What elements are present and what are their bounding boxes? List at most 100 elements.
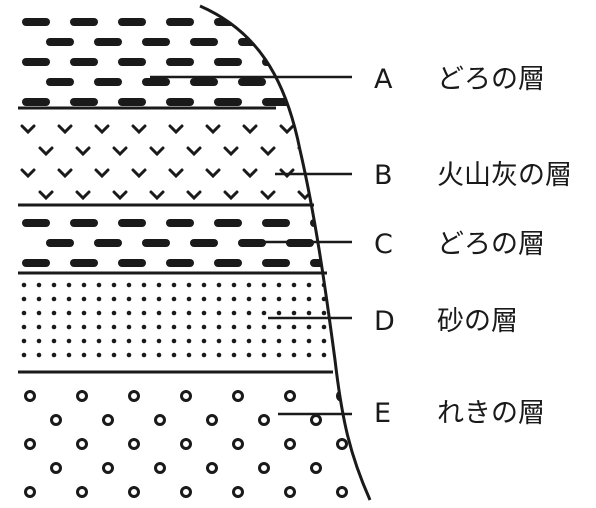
sand-mark [111,338,117,344]
sand-mark [126,310,132,316]
mud-mark [190,38,218,46]
label-c-letter: C [374,229,393,260]
sand-mark [306,352,312,358]
gravel-mark [76,438,88,450]
sand-mark [141,324,147,330]
gravel-mark [24,438,36,450]
sand-mark [36,324,42,330]
ash-mark [205,168,221,179]
sand-mark [276,324,282,330]
sand-mark [171,296,177,302]
gravel-mark [128,486,140,498]
ash-mark [242,168,258,179]
label-d-letter: D [374,306,395,337]
sand-mark [201,338,207,344]
ash-mark [131,168,147,179]
sand-mark [141,310,147,316]
ash-mark [57,124,73,135]
sand-mark [186,352,192,358]
sand-mark [291,282,297,288]
sand-mark [186,296,192,302]
leader-lines [150,75,352,416]
sand-mark [21,352,27,358]
label-a-name: どろの層 [437,64,545,95]
mud-mark [214,98,242,106]
mud-mark [334,78,362,86]
sand-mark [306,324,312,330]
sand-mark [171,352,177,358]
sand-mark [81,352,87,358]
mud-mark [118,58,146,66]
gravel-mark [128,390,140,402]
mud-mark [238,78,266,86]
mud-mark [334,38,362,46]
sand-mark [201,324,207,330]
gravel-mark [24,390,36,402]
gravel-mark [102,414,114,426]
mud-mark [22,259,50,267]
mud-mark [22,98,50,106]
sand-mark [111,352,117,358]
label-c-name: どろの層 [437,229,545,260]
sand-mark [291,338,297,344]
sand-mark [261,296,267,302]
gravel-mark [284,390,296,402]
ash-mark [242,124,258,135]
sand-mark [126,324,132,330]
gravel-mark [232,438,244,450]
mud-mark [286,38,314,46]
sand-mark [21,296,27,302]
sand-mark [246,338,252,344]
mud-mark [262,259,290,267]
mud-mark [142,78,170,86]
sand-mark [231,282,237,288]
sand-mark [66,324,72,330]
ash-mark [223,146,239,157]
sand-mark [186,310,192,316]
sand-mark [171,338,177,344]
sand-mark [216,282,222,288]
sand-mark [36,282,42,288]
ash-mark [260,190,276,201]
mud-mark [142,38,170,46]
sand-mark [96,338,102,344]
sand-mark [276,282,282,288]
ash-mark [149,190,165,201]
mud-mark [94,38,122,46]
sand-mark [336,338,342,344]
mud-mark [310,18,338,26]
sand-mark [321,352,327,358]
mud-mark [190,239,218,247]
sand-mark [231,296,237,302]
sand-mark [216,352,222,358]
gravel-mark [232,390,244,402]
gravel-mark [336,438,348,450]
ash-mark [223,190,239,201]
sand-mark [261,310,267,316]
mud-mark [310,58,338,66]
ash-mark [186,190,202,201]
sand-mark [21,338,27,344]
sand-mark [231,310,237,316]
sand-mark [51,338,57,344]
sand-mark [231,338,237,344]
label-d: D 砂の層 [374,306,518,337]
ash-mark [20,168,36,179]
label-b: B 火山灰の層 [374,160,572,191]
mud-mark [310,98,338,106]
sand-mark [81,296,87,302]
sand-mark [96,324,102,330]
mud-mark [166,98,194,106]
gravel-mark [180,438,192,450]
sand-mark [276,296,282,302]
sand-mark [171,282,177,288]
mud-mark [310,259,338,267]
mud-mark [190,78,218,86]
mud-mark [46,78,74,86]
sand-mark [261,282,267,288]
mud-mark [166,259,194,267]
mud-mark [22,219,50,227]
mud-mark [118,18,146,26]
sand-mark [66,310,72,316]
gravel-mark [232,486,244,498]
